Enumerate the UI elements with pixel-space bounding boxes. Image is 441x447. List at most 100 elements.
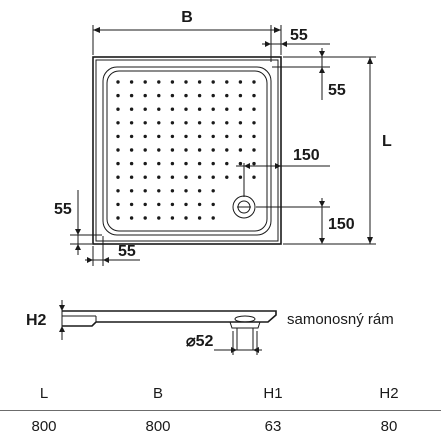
- drain-icon: [232, 195, 256, 219]
- dim-right-55-label: 55: [290, 27, 308, 44]
- anti-slip-dot: [225, 93, 229, 98]
- anti-slip-dot: [252, 121, 256, 125]
- tray-side-view: [62, 310, 277, 351]
- dim-top-right-55-label: 55: [328, 82, 346, 99]
- anti-slip-dot: [225, 175, 229, 179]
- anti-slip-dot: [197, 161, 202, 166]
- anti-slip-dot: [129, 121, 134, 125]
- anti-slip-dot: [143, 93, 147, 98]
- anti-slip-dot: [170, 148, 175, 152]
- dimension-drain-x: 150: [236, 147, 330, 197]
- anti-slip-dot: [225, 121, 229, 125]
- anti-slip-dot: [184, 189, 188, 193]
- anti-slip-dot: [225, 80, 229, 84]
- anti-slip-dot: [129, 202, 134, 207]
- anti-slip-dot: [211, 189, 215, 193]
- anti-slip-dot: [238, 93, 243, 98]
- dim-drain-diameter-label: ⌀52: [186, 333, 214, 350]
- anti-slip-dot: [129, 148, 134, 152]
- anti-slip-dot: [238, 121, 243, 125]
- anti-slip-dot: [157, 148, 161, 152]
- anti-slip-dot: [197, 189, 202, 193]
- dim-drain-x-label: 150: [293, 147, 320, 164]
- anti-slip-dot: [116, 216, 120, 220]
- anti-slip-dot: [170, 175, 175, 179]
- anti-slip-dot: [238, 107, 243, 111]
- anti-slip-dot: [252, 134, 256, 139]
- anti-slip-dot: [238, 175, 243, 179]
- anti-slip-dot: [129, 134, 134, 139]
- dimension-bottom-55: 55: [85, 236, 140, 266]
- dimension-h2: H2: [26, 300, 65, 340]
- dim-left-55-label: 55: [54, 201, 72, 218]
- anti-slip-dot: [211, 93, 215, 98]
- anti-slip-dot: [184, 216, 188, 220]
- dimension-top-right-55: 55: [272, 48, 346, 100]
- anti-slip-dot: [184, 134, 188, 139]
- anti-slip-dot: [170, 80, 175, 84]
- frame-note: samonosný rám: [287, 311, 394, 328]
- anti-slip-dot: [116, 107, 120, 111]
- anti-slip-dot: [116, 148, 120, 152]
- anti-slip-dot: [170, 93, 175, 98]
- anti-slip-dot: [211, 161, 215, 166]
- anti-slip-dot: [116, 93, 120, 98]
- header-h1: H1: [263, 385, 283, 402]
- anti-slip-dot: [143, 107, 147, 111]
- value-l: 800: [31, 418, 57, 435]
- anti-slip-dot: [252, 175, 256, 179]
- anti-slip-dot: [116, 202, 120, 207]
- anti-slip-dot: [197, 202, 202, 207]
- anti-slip-dot: [184, 148, 188, 152]
- dimension-b: B: [92, 9, 282, 55]
- anti-slip-dot: [211, 121, 215, 125]
- dimension-l: L: [283, 56, 392, 245]
- dim-bottom-55-label: 55: [118, 243, 136, 260]
- dim-l-label: L: [382, 133, 392, 150]
- anti-slip-dot: [184, 121, 188, 125]
- anti-slip-dot: [211, 107, 215, 111]
- anti-slip-dot: [184, 202, 188, 207]
- anti-slip-dot: [116, 189, 120, 193]
- anti-slip-dot: [129, 80, 134, 84]
- anti-slip-dot: [252, 93, 256, 98]
- anti-slip-dot: [211, 175, 215, 179]
- anti-slip-dot: [170, 189, 175, 193]
- anti-slip-dot: [157, 175, 161, 179]
- anti-slip-dot: [129, 161, 134, 166]
- anti-slip-dot: [157, 216, 161, 220]
- value-h1: 63: [264, 418, 282, 435]
- anti-slip-dot: [225, 148, 229, 152]
- anti-slip-dot: [143, 148, 147, 152]
- anti-slip-dot: [238, 161, 243, 166]
- anti-slip-dot: [184, 93, 188, 98]
- dimension-left-55: 55: [54, 190, 102, 255]
- value-b: 800: [145, 418, 171, 435]
- anti-slip-dot: [157, 189, 161, 193]
- anti-slip-dot: [170, 107, 175, 111]
- anti-slip-dot: [143, 189, 147, 193]
- dim-h2-label: H2: [26, 312, 47, 329]
- anti-slip-dot: [143, 134, 147, 139]
- anti-slip-dot: [211, 216, 215, 220]
- anti-slip-dot: [211, 148, 215, 152]
- anti-slip-dot: [184, 175, 188, 179]
- anti-slip-dot: [184, 161, 188, 166]
- header-l: L: [39, 385, 49, 402]
- anti-slip-dot: [129, 175, 134, 179]
- anti-slip-dot: [211, 80, 215, 84]
- anti-slip-dot: [157, 93, 161, 98]
- dim-b-label: B: [181, 9, 193, 26]
- anti-slip-dot: [197, 121, 202, 125]
- anti-slip-dot: [197, 148, 202, 152]
- header-b: B: [152, 385, 163, 402]
- dimension-right-55: 55: [262, 25, 330, 62]
- anti-slip-dot: [116, 80, 120, 84]
- anti-slip-dot: [197, 80, 202, 84]
- anti-slip-dot: [157, 134, 161, 139]
- anti-slip-dot: [197, 93, 202, 98]
- anti-slip-dot: [129, 93, 134, 98]
- table-divider: [0, 410, 441, 411]
- anti-slip-dot: [129, 107, 134, 111]
- anti-slip-dot: [252, 148, 256, 152]
